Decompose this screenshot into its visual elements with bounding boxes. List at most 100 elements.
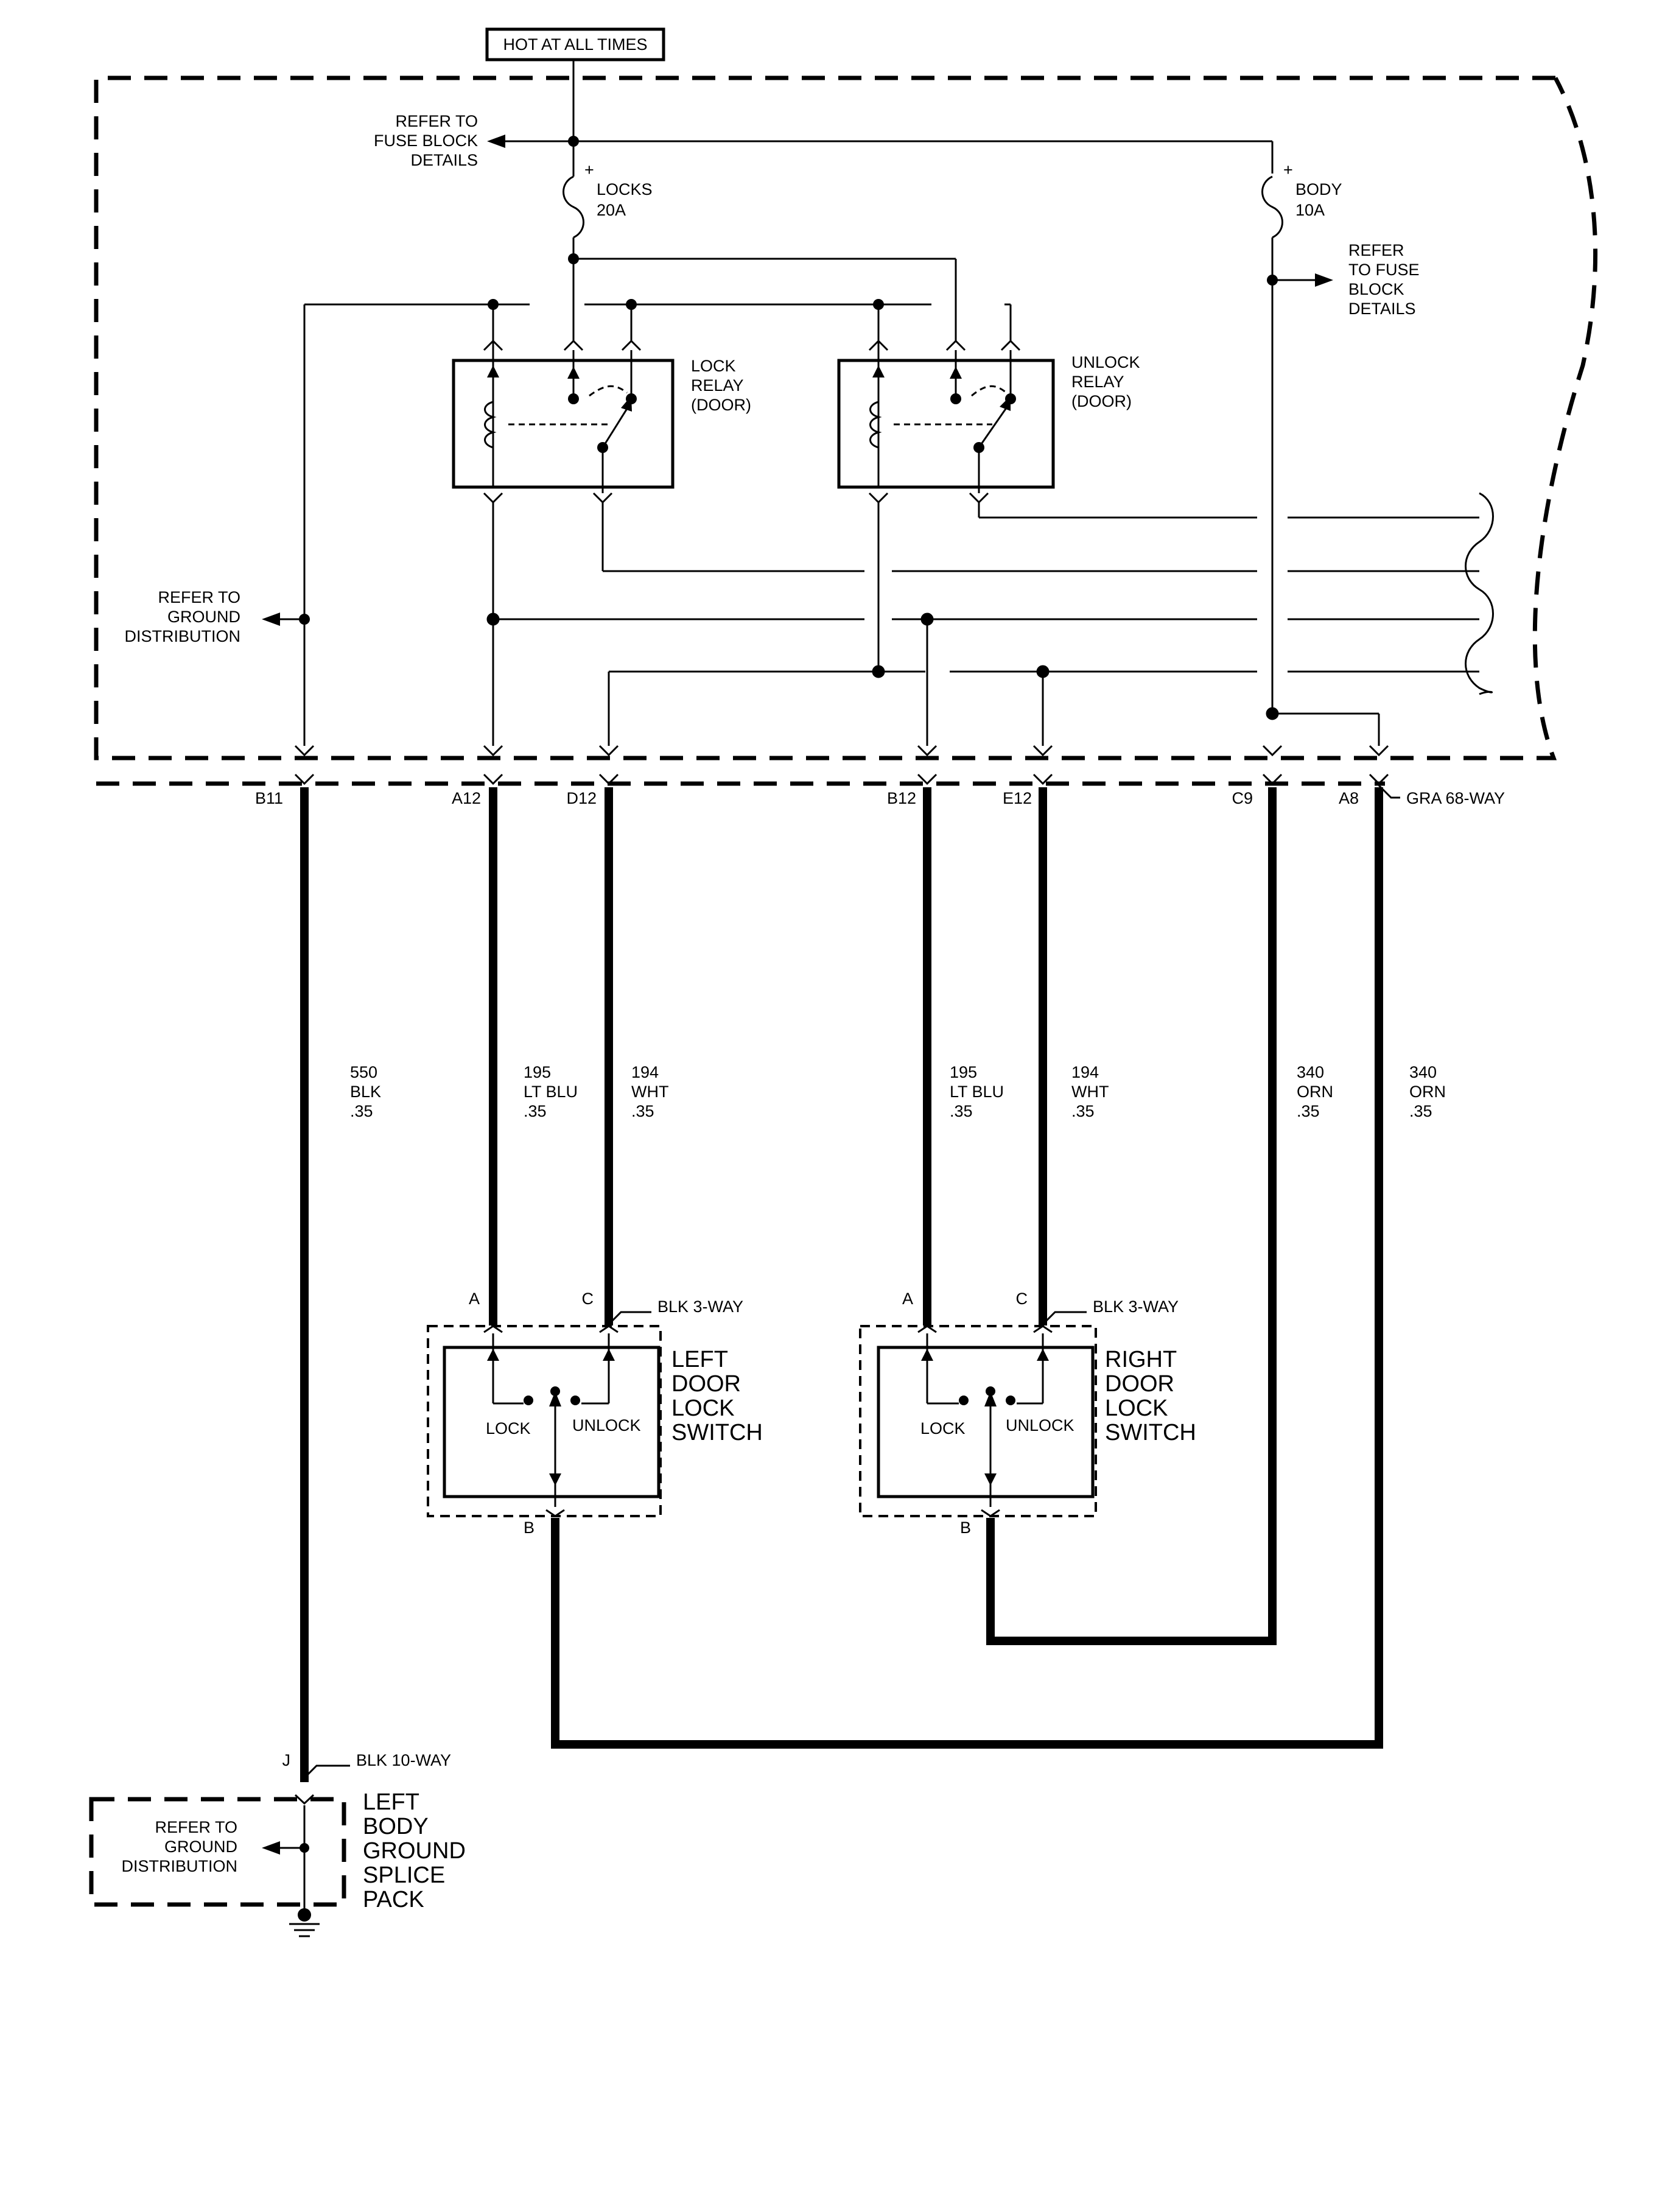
wire-label-340-a8: 340 ORN .35 <box>1409 1063 1446 1120</box>
svg-text:LT BLU: LT BLU <box>950 1083 1004 1101</box>
left-switch-pin-c: C <box>582 1290 594 1308</box>
refer-fuse-right-2: TO FUSE <box>1348 261 1420 279</box>
svg-text:.35: .35 <box>1409 1102 1432 1120</box>
left-switch-connector: BLK 3-WAY <box>657 1297 743 1316</box>
right-switch-title-3: LOCK <box>1105 1396 1168 1421</box>
right-switch-pin-b: B <box>960 1519 971 1537</box>
refer-fuse-top-2: FUSE BLOCK <box>374 132 478 150</box>
svg-text:WHT: WHT <box>1071 1083 1109 1101</box>
ground-pack-pin: J <box>282 1751 291 1769</box>
ground-pack-title-4: SPLICE <box>363 1863 445 1888</box>
left-switch-title-3: LOCK <box>671 1396 734 1421</box>
wire-label-195-left: 195 LT BLU .35 <box>524 1063 578 1120</box>
left-door-lock-switch <box>427 1325 662 1517</box>
refer-fuse-top-1: REFER TO <box>395 112 478 130</box>
left-switch-lock-label: LOCK <box>486 1419 531 1438</box>
ground-pack-leader <box>303 1764 350 1779</box>
ground-splice-pack <box>89 1794 346 1922</box>
unlock-relay-label-2: RELAY <box>1071 373 1124 391</box>
refer-ground-1: REFER TO <box>158 588 240 606</box>
svg-text:195: 195 <box>524 1063 551 1081</box>
ground-pack-title-2: BODY <box>363 1814 429 1839</box>
wire-340-orn-a8 <box>551 787 1383 1749</box>
left-switch-pin-a: A <box>469 1290 480 1308</box>
svg-text:ORN: ORN <box>1297 1083 1333 1101</box>
relay-feed-bus <box>568 253 957 341</box>
ground-pack-title-5: PACK <box>363 1887 424 1912</box>
svg-text:340: 340 <box>1409 1063 1437 1081</box>
supply-label-text: HOT AT ALL TIMES <box>503 35 647 54</box>
right-switch-connector: BLK 3-WAY <box>1093 1297 1179 1316</box>
svg-text:LT BLU: LT BLU <box>524 1083 578 1101</box>
pin-b12: B12 <box>887 789 916 807</box>
supply-label: HOT AT ALL TIMES <box>485 27 665 61</box>
wire-340-orn-c9 <box>986 787 1277 1645</box>
right-switch-title-2: DOOR <box>1105 1371 1174 1397</box>
svg-text:550: 550 <box>350 1063 377 1081</box>
gra-connector-name: GRA 68-WAY <box>1406 789 1505 807</box>
svg-text:.35: .35 <box>1071 1102 1095 1120</box>
pin-c9: C9 <box>1232 789 1253 807</box>
pin-a12: A12 <box>452 789 481 807</box>
wire-label-340-c9: 340 ORN .35 <box>1297 1063 1333 1120</box>
refer-ground-3: DISTRIBUTION <box>124 627 240 645</box>
pin-b11: B11 <box>255 789 283 807</box>
ground-pack-title-3: GROUND <box>363 1838 466 1864</box>
lock-relay <box>452 341 675 493</box>
right-door-lock-switch <box>859 1325 1097 1517</box>
ground-pack-connector: BLK 10-WAY <box>356 1751 451 1769</box>
left-switch-title-2: DOOR <box>671 1371 741 1397</box>
lock-relay-label-1: LOCK <box>691 357 736 375</box>
right-switch-pin-a: A <box>902 1290 913 1308</box>
right-switch-pin-c: C <box>1016 1290 1028 1308</box>
pin-e12: E12 <box>1003 789 1032 807</box>
svg-text:BLK: BLK <box>350 1083 381 1101</box>
right-switch-lock-label: LOCK <box>920 1419 966 1438</box>
refer-fuse-top-3: DETAILS <box>410 151 478 169</box>
svg-text:195: 195 <box>950 1063 977 1081</box>
svg-text:194: 194 <box>631 1063 659 1081</box>
lock-relay-label-3: (DOOR) <box>691 396 751 414</box>
body-fuse-rating: 10A <box>1295 201 1325 219</box>
body-fuse-name: BODY <box>1295 180 1342 198</box>
svg-text:194: 194 <box>1071 1063 1099 1081</box>
svg-text:.35: .35 <box>1297 1102 1320 1120</box>
wire-label-195-right: 195 LT BLU .35 <box>950 1063 1004 1120</box>
left-switch-unlock-label: UNLOCK <box>572 1416 641 1434</box>
body-fuse <box>1261 175 1333 718</box>
svg-text:.35: .35 <box>631 1102 654 1120</box>
svg-text:.35: .35 <box>524 1102 547 1120</box>
fuse-block-pin-forks <box>294 745 1389 757</box>
ground-pack-refer-2: GROUND <box>164 1838 237 1856</box>
harness-wires <box>300 787 1383 1782</box>
refer-fuse-right-1: REFER <box>1348 241 1404 259</box>
unlock-relay <box>837 341 1055 493</box>
ground-pack-refer-3: DISTRIBUTION <box>121 1857 237 1875</box>
locks-fuse <box>563 141 584 259</box>
right-switch-title-1: RIGHT <box>1105 1347 1177 1372</box>
pin-a8: A8 <box>1339 789 1359 807</box>
svg-text:340: 340 <box>1297 1063 1324 1081</box>
fuse-block-outline <box>94 75 1598 760</box>
ground-pack-refer-1: REFER TO <box>155 1818 237 1836</box>
svg-text:WHT: WHT <box>631 1083 668 1101</box>
wire-label-194-left: 194 WHT .35 <box>631 1063 668 1120</box>
control-bus <box>262 299 1012 746</box>
left-switch-pin-b: B <box>524 1519 535 1537</box>
ground-symbol-icon <box>289 1923 320 1937</box>
right-switch-title-4: SWITCH <box>1105 1420 1196 1445</box>
svg-text:.35: .35 <box>350 1102 373 1120</box>
left-switch-leader <box>608 1311 651 1325</box>
locks-fuse-rating: 20A <box>597 201 626 219</box>
wire-label-550: 550 BLK .35 <box>350 1063 381 1120</box>
locks-fuse-polarity: + <box>584 161 594 179</box>
svg-text:ORN: ORN <box>1409 1083 1446 1101</box>
relay-terminal-forks <box>483 339 1021 504</box>
left-switch-title-4: SWITCH <box>671 1420 763 1445</box>
ground-pack-title-1: LEFT <box>363 1789 419 1815</box>
wire-connector-ticks <box>294 773 1389 785</box>
refer-fuse-right-3: BLOCK <box>1348 280 1404 298</box>
left-switch-title-1: LEFT <box>671 1347 728 1372</box>
